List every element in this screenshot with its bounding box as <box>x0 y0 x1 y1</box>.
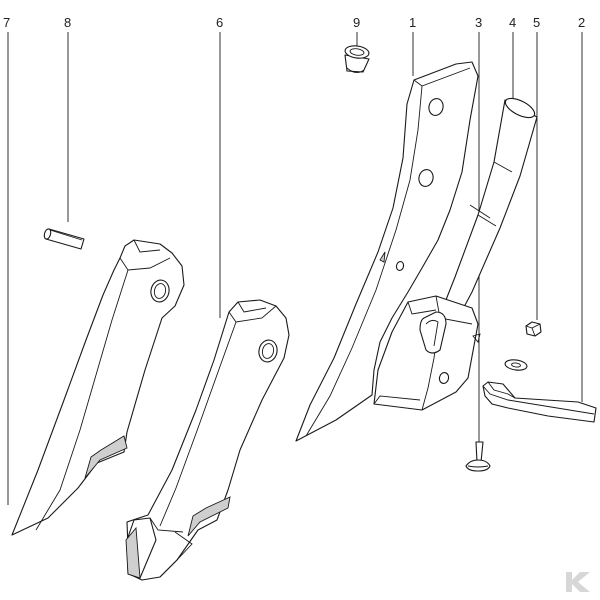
callout-3: 3 <box>475 15 482 30</box>
callout-5: 5 <box>533 15 540 30</box>
part-5-nut <box>525 321 542 337</box>
callout-1: 1 <box>409 15 416 30</box>
part-8-pin <box>43 228 85 250</box>
part-4-washer <box>504 359 528 371</box>
part-2-cutting-tip <box>482 381 597 423</box>
part-6-blade-holder <box>125 299 290 581</box>
part-1-main-shank <box>295 61 481 442</box>
callout-7: 7 <box>3 15 10 30</box>
part-3-bolt <box>465 441 491 472</box>
callout-9: 9 <box>353 15 360 30</box>
brand-logo-k <box>566 572 590 592</box>
callout-4: 4 <box>509 15 516 30</box>
callout-6: 6 <box>216 15 223 30</box>
part-7-knife-blade <box>11 239 185 536</box>
callout-8: 8 <box>64 15 71 30</box>
callout-2: 2 <box>578 15 585 30</box>
part-9-bushing <box>344 45 370 73</box>
